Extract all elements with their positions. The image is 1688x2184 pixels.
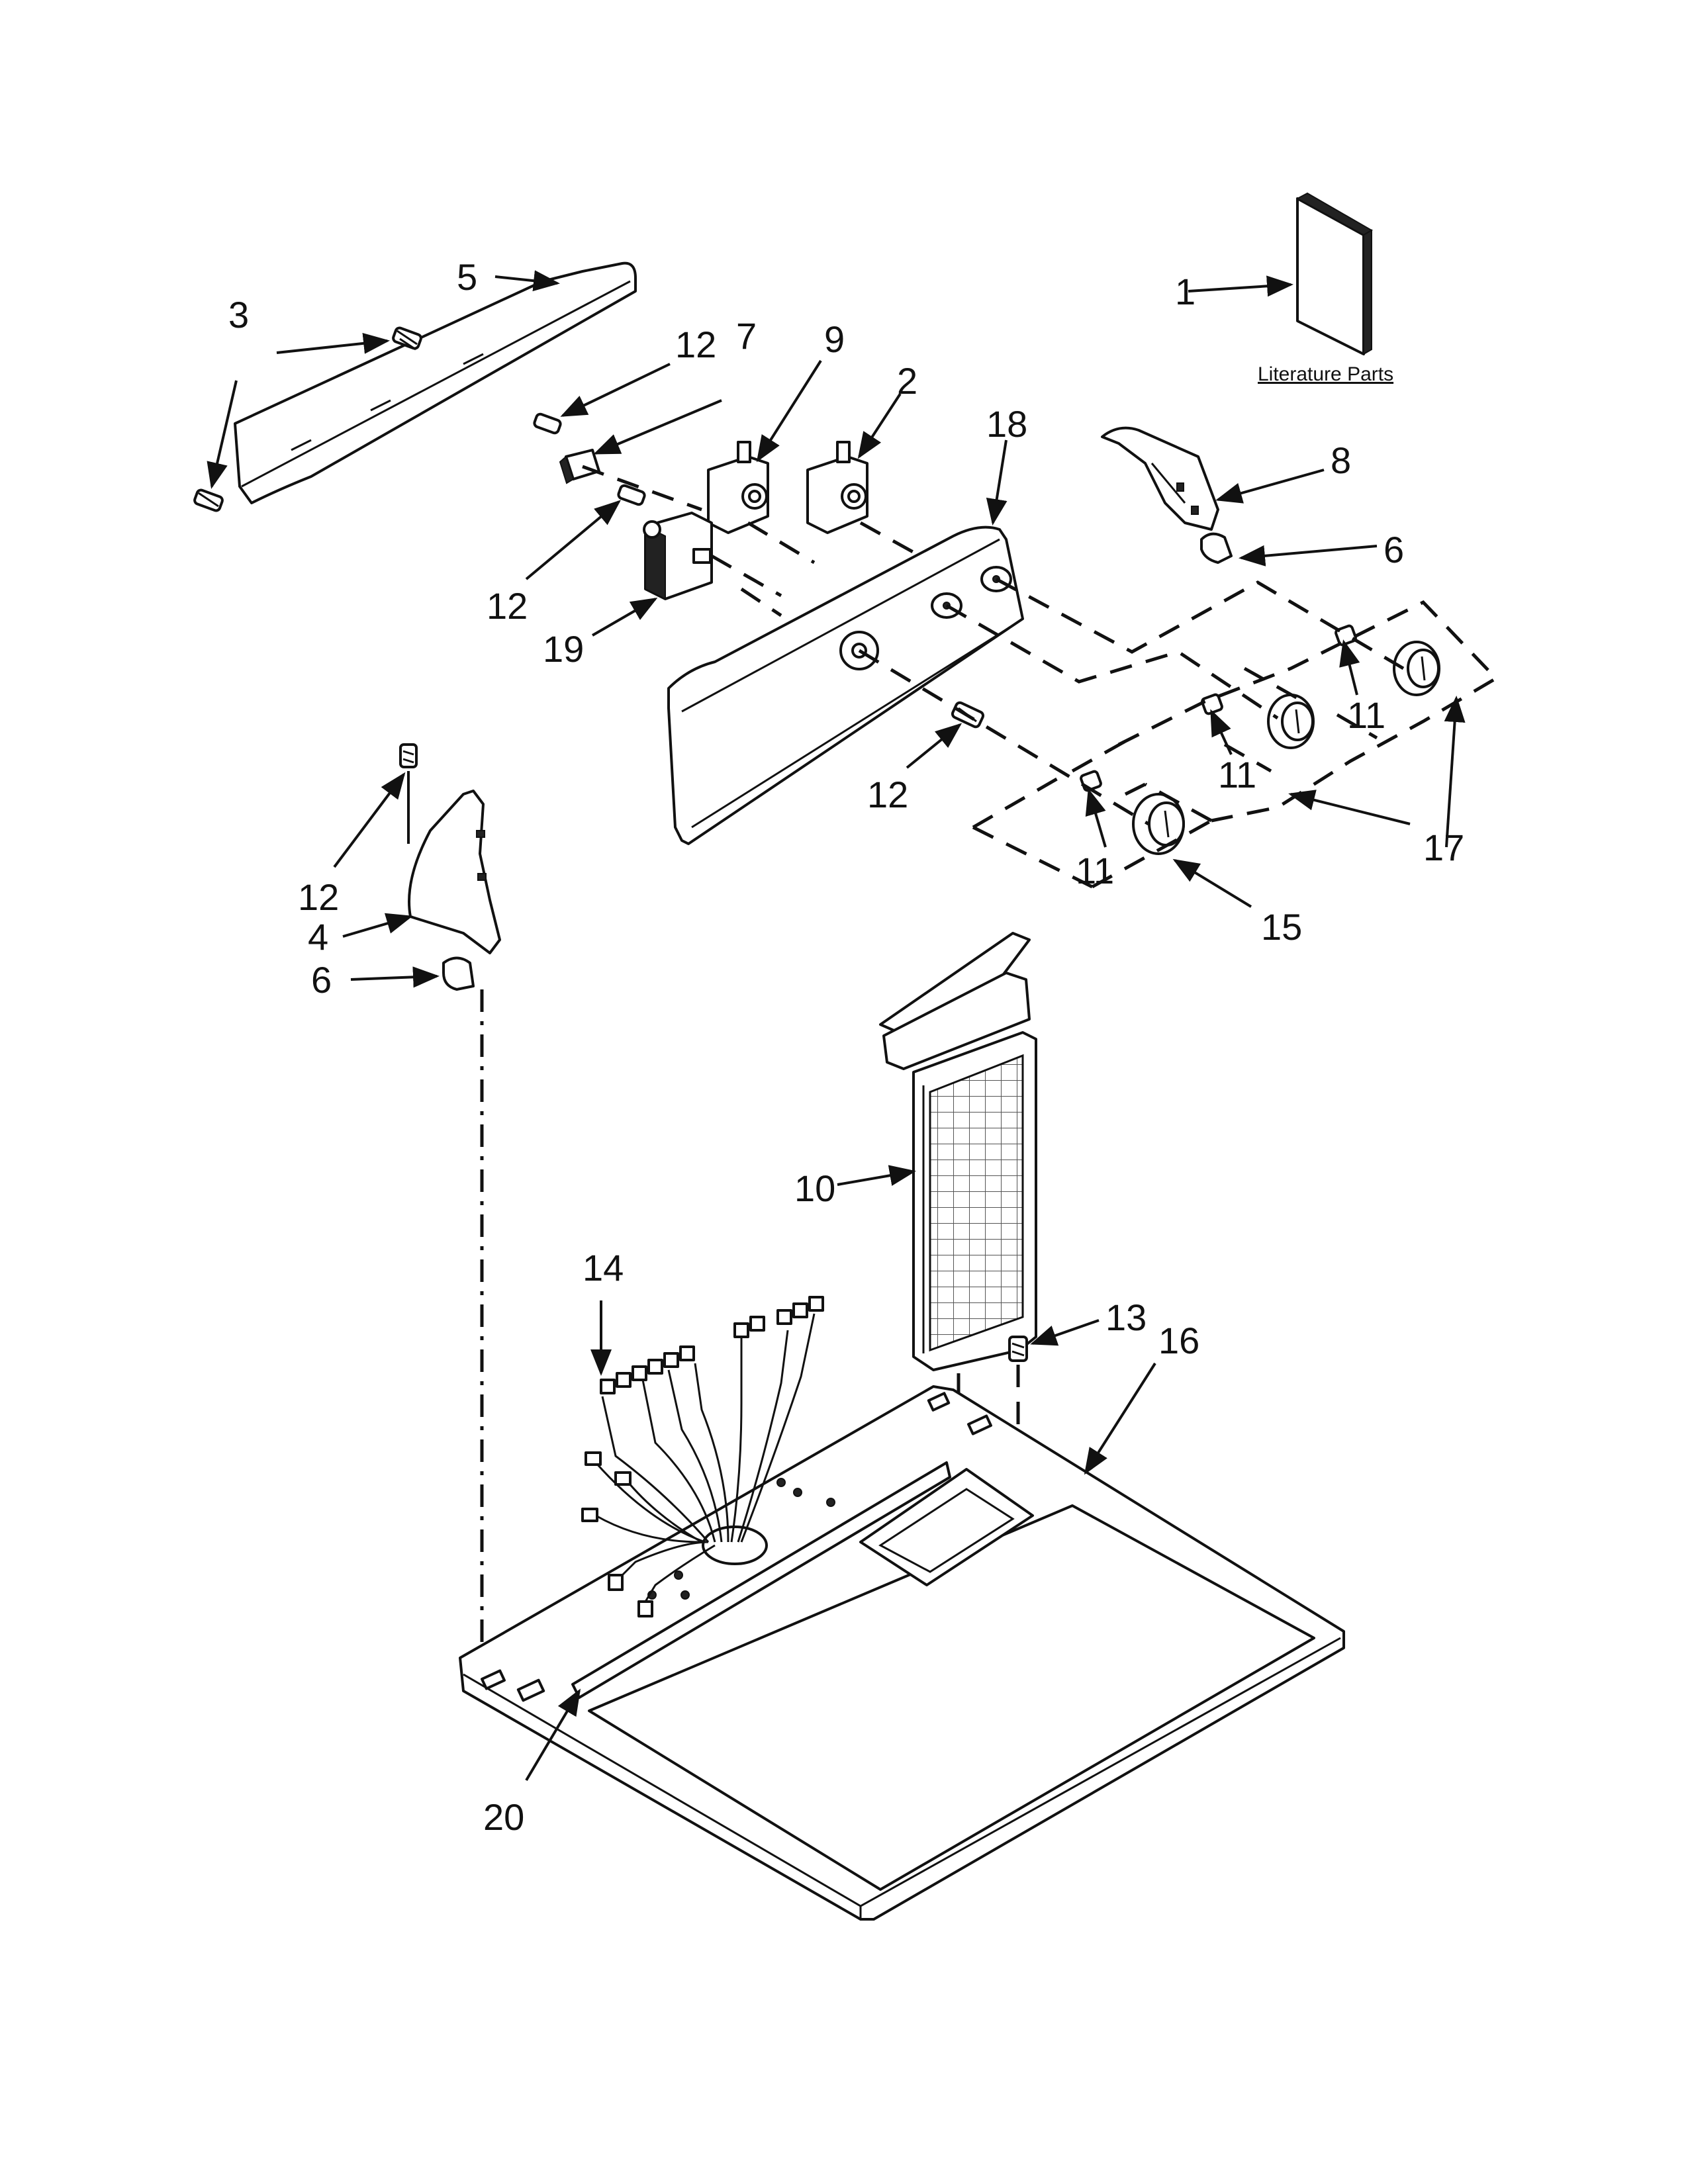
callout-6-right: 6: [1383, 529, 1404, 570]
rear-console-panel: [234, 261, 637, 504]
clip-part-6-left: [442, 956, 475, 991]
callout-11-middle: 11: [1218, 754, 1256, 796]
connector-block: [559, 449, 600, 484]
knob-part-17-left: [1267, 694, 1315, 749]
control-console: [667, 525, 1024, 845]
callout-7: 7: [736, 315, 757, 357]
callout-18: 18: [986, 403, 1027, 445]
callout-12-timer: 12: [487, 585, 528, 627]
callout-1: 1: [1175, 271, 1196, 312]
harness-connectors: [581, 1296, 824, 1617]
callout-4: 4: [308, 916, 328, 958]
timer-module: [643, 512, 713, 600]
callout-14: 14: [583, 1247, 624, 1289]
callout-6-left: 6: [311, 959, 332, 1001]
callout-12-console: 12: [867, 774, 908, 815]
callout-10: 10: [794, 1167, 835, 1209]
shaft-line-knob-17b: [995, 577, 1405, 670]
literature-parts-book: [1295, 192, 1373, 355]
callout-2: 2: [897, 360, 917, 402]
callout-17: 17: [1423, 827, 1464, 868]
callout-9: 9: [824, 318, 845, 360]
switch-part-9: [707, 441, 769, 534]
lint-screen: [879, 932, 1037, 1371]
knob-15-dashed-outline: [972, 739, 1213, 889]
callout-5: 5: [457, 256, 477, 298]
console-endcap-right: [1101, 426, 1219, 531]
screw-part-3-upper: [392, 326, 422, 351]
shaft-line-knob-17a: [945, 604, 1279, 720]
console-endcap-left: [408, 790, 501, 954]
dryer-top-panel: [459, 1385, 1345, 1921]
literature-parts-label: Literature Parts: [1258, 363, 1393, 385]
connector-to-switch-dashes: [582, 465, 921, 617]
clip-part-6-right: [1200, 532, 1233, 564]
callout-8: 8: [1331, 439, 1351, 481]
screw-part-12-timer: [617, 484, 646, 506]
callout-11-right: 11: [1347, 694, 1385, 736]
screw-part-13: [1008, 1336, 1028, 1362]
callout-19: 19: [543, 628, 584, 670]
callout-3: 3: [228, 294, 249, 336]
callout-12-left: 12: [298, 876, 339, 918]
knob-17-dashed-outline: [1117, 600, 1499, 823]
callout-12-upper: 12: [675, 324, 716, 365]
screw-part-12-upper: [533, 412, 562, 435]
screw-part-3-lower: [193, 488, 224, 512]
callout-13: 13: [1105, 1297, 1147, 1338]
switch-part-2: [806, 441, 868, 534]
callout-15: 15: [1261, 906, 1302, 948]
leader-arrows: [207, 270, 1466, 1782]
callout-20: 20: [483, 1796, 524, 1838]
wire-harness: [581, 1296, 824, 1617]
knob-part-17-right: [1393, 641, 1440, 696]
knob-part-15: [1132, 793, 1185, 855]
screw-part-12-left: [399, 743, 418, 768]
knob-17-inner-dashes: [1223, 666, 1378, 773]
callout-16: 16: [1158, 1320, 1199, 1361]
callout-11-left: 11: [1076, 850, 1114, 891]
callout-numbers: 1 5 3 12 7 9 2 18 8 6 12 19 12 11 11 11 …: [228, 256, 1464, 1838]
